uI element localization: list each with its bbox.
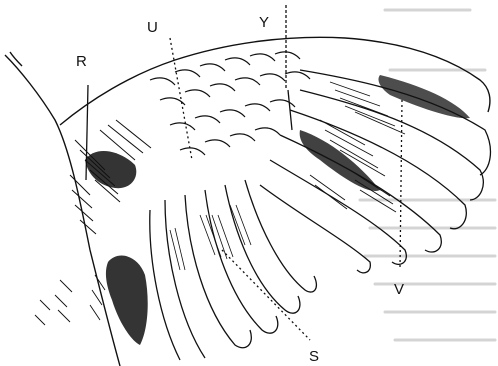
label-y: Y bbox=[259, 15, 269, 30]
label-s: S bbox=[309, 349, 319, 364]
label-r: R bbox=[76, 54, 87, 69]
label-v: V bbox=[394, 282, 404, 297]
label-u: U bbox=[147, 20, 158, 35]
